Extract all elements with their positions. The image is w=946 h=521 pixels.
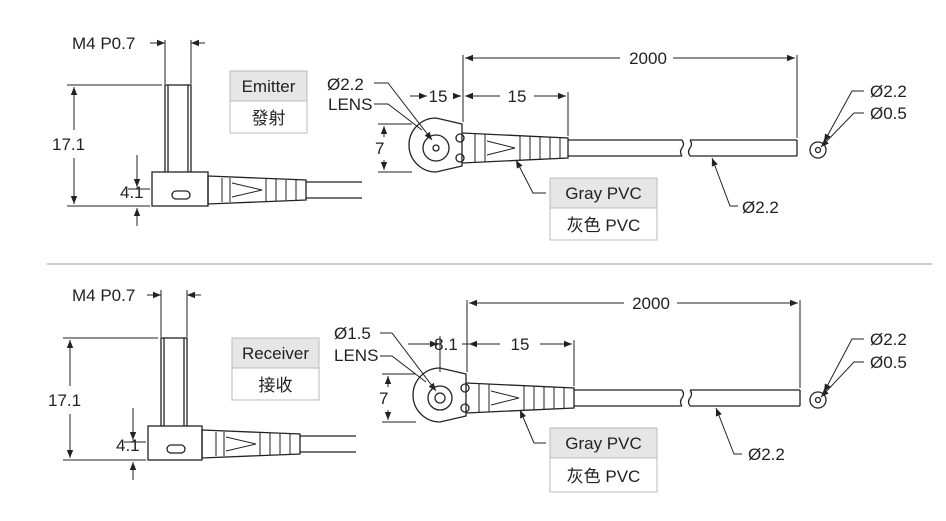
emitter-width: 7	[375, 139, 384, 158]
receiver-height-dimension	[63, 337, 158, 480]
receiver-height-label: 17.1	[48, 391, 81, 410]
receiver-jacket-en: Gray PVC	[565, 434, 642, 453]
receiver-width: 7	[379, 389, 388, 408]
emitter-jacket-cn: 灰色 PVC	[567, 216, 641, 235]
receiver-jacket-box	[549, 427, 658, 493]
receiver-length: 2000	[632, 294, 670, 313]
receiver-jacket-cn: 灰色 PVC	[567, 467, 641, 486]
receiver-end-inner: Ø0.5	[870, 353, 907, 372]
receiver-lens-diameter: Ø1.5	[334, 324, 371, 343]
emitter-height-dimension	[67, 84, 162, 226]
receiver-offset-label: 4.1	[116, 436, 140, 455]
emitter-drawing: M4 P0.7 17.1 4.1 Emitter 發射	[52, 34, 907, 241]
emitter-length: 2000	[629, 49, 667, 68]
emitter-jacket-en: Gray PVC	[565, 184, 642, 203]
emitter-type-cn: 發射	[252, 109, 286, 128]
receiver-type-cn: 接收	[259, 376, 293, 395]
emitter-type-en: Emitter	[242, 77, 296, 96]
receiver-thread-label: M4 P0.7	[72, 286, 135, 305]
emitter-top-dimensions	[374, 54, 864, 207]
receiver-dim-b: 15	[511, 335, 530, 354]
emitter-height-label: 17.1	[52, 135, 85, 154]
emitter-thread-dimension	[150, 39, 205, 84]
emitter-lens-label: LENS	[328, 95, 372, 114]
receiver-dim-a: 8.1	[434, 335, 458, 354]
emitter-jacket-box	[549, 177, 658, 241]
emitter-side-view	[151, 84, 362, 207]
emitter-thread-label: M4 P0.7	[72, 34, 135, 53]
receiver-cable-diameter: Ø2.2	[748, 445, 785, 464]
emitter-offset-label: 4.1	[120, 183, 144, 202]
emitter-cable-diameter: Ø2.2	[742, 198, 779, 217]
receiver-end-outer: Ø2.2	[870, 330, 907, 349]
receiver-lens-label: LENS	[334, 346, 378, 365]
receiver-type-en: Receiver	[242, 344, 309, 363]
receiver-thread-dimension	[147, 290, 201, 337]
receiver-drawing: M4 P0.7 17.1 4.1 Receiver 接收	[48, 286, 907, 493]
receiver-type-box	[231, 337, 320, 401]
emitter-lens-diameter: Ø2.2	[327, 75, 364, 94]
emitter-dim-b: 15	[508, 87, 527, 106]
receiver-side-view	[147, 337, 356, 461]
emitter-top-view	[408, 117, 827, 173]
emitter-end-inner: Ø0.5	[870, 104, 907, 123]
emitter-type-box	[229, 70, 308, 134]
receiver-top-view	[412, 367, 827, 423]
receiver-top-dimensions	[380, 299, 864, 455]
emitter-dim-a: 15	[429, 87, 448, 106]
emitter-end-outer: Ø2.2	[870, 82, 907, 101]
